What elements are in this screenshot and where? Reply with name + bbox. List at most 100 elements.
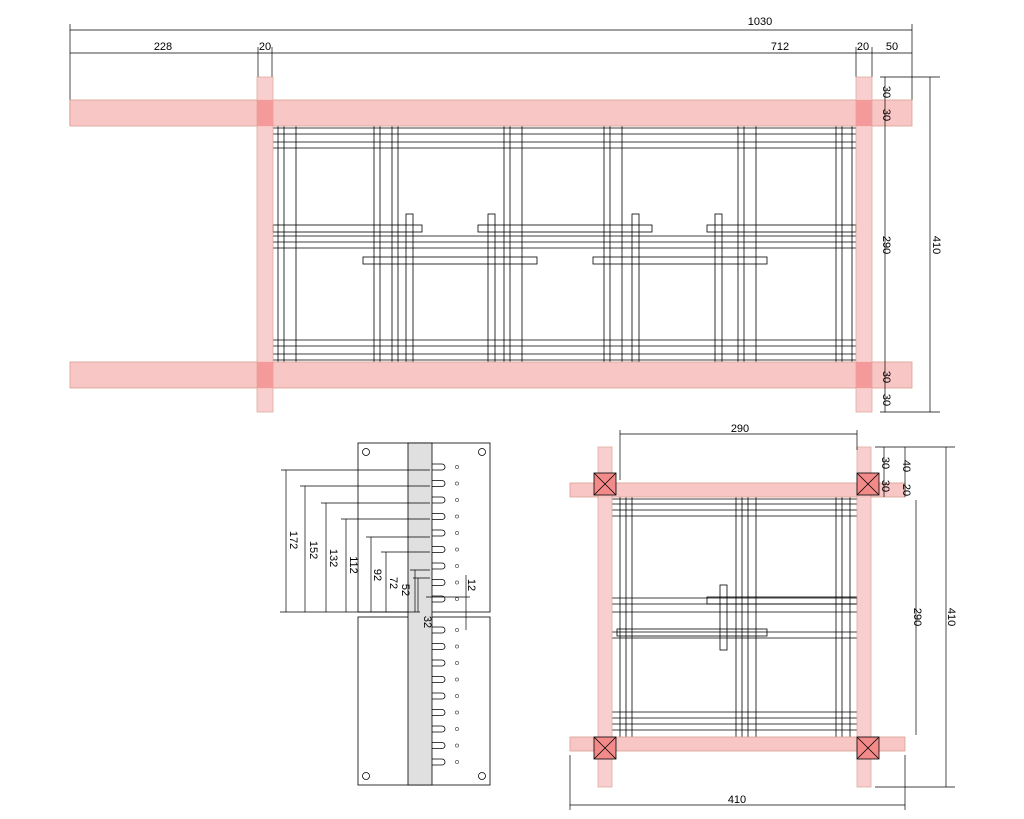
slot (432, 496, 446, 504)
pin-hole (455, 498, 459, 502)
pin-hole (455, 580, 459, 585)
top-view: 1030 228 20 712 20 50 30 30 290 30 30 41… (69, 16, 942, 413)
dim-span: 712 (771, 41, 789, 53)
side-beam-upper (569, 482, 906, 498)
dim-post-left: 20 (259, 41, 271, 53)
dim-label-132: 132 (327, 549, 339, 567)
top-dimension-lines (69, 24, 913, 125)
dim-side-overall-height: 410 (945, 608, 957, 626)
pin-hole (455, 727, 459, 731)
dim-inner-height: 290 (880, 236, 892, 254)
top-beam-lower (69, 361, 913, 389)
dim-side-beam-a: 30 (879, 457, 891, 469)
dim-overall-width: 1030 (748, 16, 772, 28)
detail-strip (407, 442, 433, 786)
pin-hole (455, 661, 459, 665)
pin-hole (455, 644, 459, 649)
corner-joints (593, 472, 880, 760)
top-post-left (256, 76, 274, 413)
slot (432, 643, 446, 650)
slot (432, 579, 446, 586)
slot (432, 709, 446, 716)
dim-side-beam-b: 30 (879, 480, 891, 492)
dim-side-offset-a: 40 (900, 460, 912, 472)
dim-beam-bottom-upper: 30 (880, 371, 892, 383)
grid-line (856, 736, 880, 760)
side-grid-lines (612, 497, 858, 737)
pin-hole (455, 531, 459, 535)
side-post-right (856, 446, 872, 788)
pin-hole (455, 760, 459, 764)
dim-left-overhang: 228 (154, 41, 172, 53)
batten (272, 224, 423, 233)
dim-post-right: 20 (857, 41, 869, 53)
dim-label-172: 172 (287, 531, 299, 549)
side-view: 290 30 30 40 20 290 410 410 (569, 423, 957, 810)
hole (478, 772, 486, 780)
pin-hole (455, 514, 459, 519)
batten (362, 256, 538, 265)
slot (432, 463, 446, 471)
dim-label-12: 12 (465, 579, 477, 591)
pin-hole (455, 743, 459, 748)
grid-line (856, 472, 880, 496)
dim-beam-top-upper: 30 (880, 86, 892, 98)
hole (362, 448, 370, 456)
batten (592, 256, 768, 265)
dim-side-overall-width: 410 (728, 794, 746, 806)
top-post-right (855, 76, 873, 413)
pin-hole (455, 481, 459, 486)
batten (719, 584, 728, 651)
dim-side-offset-b: 20 (900, 484, 912, 496)
slot (432, 692, 446, 700)
pin-hole (455, 564, 459, 568)
batten (477, 224, 653, 233)
pin-hole (455, 677, 459, 682)
slot (432, 725, 446, 733)
slot (432, 480, 446, 487)
hole (478, 448, 486, 456)
grid-line (593, 736, 617, 760)
slot (432, 758, 446, 766)
slot (432, 513, 446, 520)
dim-label-72: 72 (387, 577, 399, 589)
dim-label-92: 92 (371, 569, 383, 581)
dim-right-overhang: 50 (886, 41, 898, 53)
batten (706, 224, 857, 233)
dim-label-32: 32 (421, 616, 433, 628)
pin-hole (455, 628, 459, 632)
pin-hole (455, 465, 459, 469)
dim-side-inner-height: 290 (911, 608, 923, 626)
batten (616, 628, 768, 637)
detail-slots (362, 448, 486, 780)
dim-overall-height: 410 (930, 236, 942, 254)
pin-hole (455, 547, 459, 552)
pin-hole (455, 694, 459, 698)
slot (432, 562, 446, 570)
right-dimension-lines (880, 76, 940, 413)
slot (432, 595, 446, 603)
top-beam-upper (69, 99, 913, 127)
dim-label-112: 112 (347, 556, 359, 574)
hole (362, 772, 370, 780)
dim-beam-top-lower: 30 (880, 109, 892, 121)
dim-label-52: 52 (399, 584, 411, 596)
side-dimension-lines (569, 430, 955, 810)
slot (432, 626, 446, 634)
slot (432, 529, 446, 537)
side-beam-lower (569, 736, 906, 752)
pin-hole (455, 597, 459, 601)
top-grid-lines (272, 126, 857, 363)
dim-label-152: 152 (307, 541, 319, 559)
slot (432, 546, 446, 553)
grid-line (593, 472, 617, 496)
pin-hole (455, 710, 459, 715)
slot (432, 676, 446, 683)
side-post-left (597, 446, 613, 788)
slot (432, 742, 446, 749)
dim-side-inner-width: 290 (731, 423, 749, 435)
dim-beam-bottom-lower: 30 (880, 394, 892, 406)
